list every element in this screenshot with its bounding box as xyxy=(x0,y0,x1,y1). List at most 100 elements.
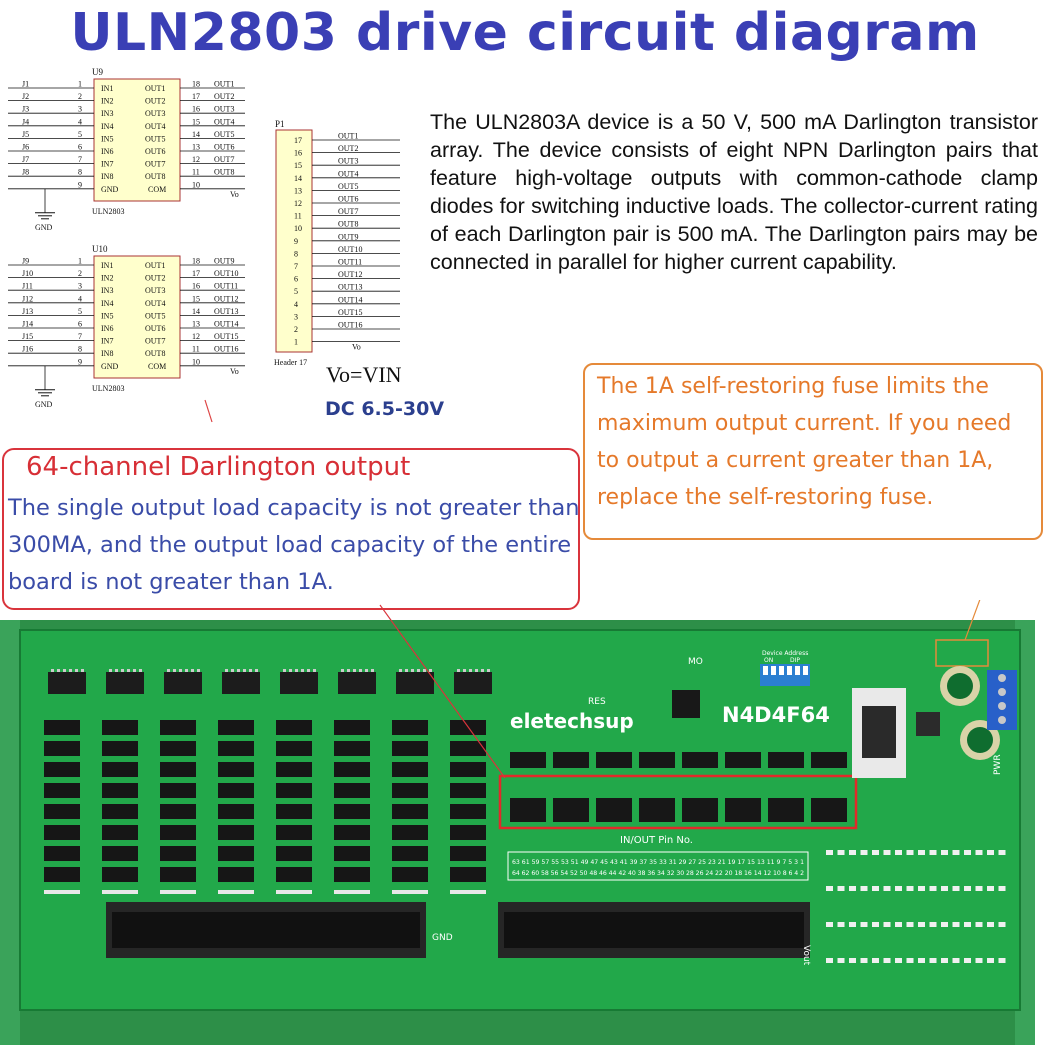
input-chip xyxy=(396,672,434,694)
status-led xyxy=(975,850,983,855)
jumper-label: J9 xyxy=(22,257,29,266)
chip-output-label: OUT7 xyxy=(145,337,165,346)
darlington-chip xyxy=(811,798,847,822)
right-pin-number: 11 xyxy=(192,168,200,177)
optocoupler xyxy=(160,720,196,735)
header-pin-number: 9 xyxy=(294,237,298,246)
optocoupler xyxy=(450,804,486,819)
left-pin-number: 6 xyxy=(78,320,82,329)
resistor-array xyxy=(218,890,254,894)
optocoupler xyxy=(102,720,138,735)
dip-dip-label: DIP xyxy=(790,657,800,664)
output-net-label: OUT14 xyxy=(214,320,238,329)
optocoupler xyxy=(450,825,486,840)
vout-silk: Vout xyxy=(801,945,811,966)
optocoupler xyxy=(450,783,486,798)
chip-pin xyxy=(341,669,344,672)
output-net-label: OUT16 xyxy=(214,345,238,354)
chip-pin xyxy=(417,669,420,672)
idc-pins-left xyxy=(112,912,420,948)
right-pin-number: 10 xyxy=(192,180,200,189)
optocoupler xyxy=(44,825,80,840)
darlington-chip xyxy=(510,798,546,822)
input-chip xyxy=(280,672,318,694)
right-pin-number: 15 xyxy=(192,117,200,126)
header-pin-number: 8 xyxy=(294,249,298,258)
header-pin-number: 3 xyxy=(294,312,298,321)
jumper-label: J11 xyxy=(22,282,33,291)
output-net-label: OUT7 xyxy=(214,155,234,164)
idc-pins-right xyxy=(504,912,804,948)
status-led xyxy=(826,886,833,891)
jumper-label: J7 xyxy=(22,155,29,164)
output-net-label: OUT3 xyxy=(214,105,234,114)
optocoupler xyxy=(392,867,428,882)
optocoupler xyxy=(44,720,80,735)
chip-pin xyxy=(301,669,304,672)
right-pin-number: 17 xyxy=(192,92,200,101)
right-pin-number: 12 xyxy=(192,155,200,164)
chip-input-label: IN8 xyxy=(101,172,113,181)
chip-output-label: OUT1 xyxy=(145,261,165,270)
chip-pin xyxy=(283,669,286,672)
optocoupler xyxy=(450,867,486,882)
darlington-chip xyxy=(596,798,632,822)
pin-row-top: 63 61 59 57 55 53 51 49 47 45 43 41 39 3… xyxy=(512,859,804,866)
status-led xyxy=(872,850,879,855)
header-net-label: OUT6 xyxy=(338,195,358,204)
header-net-label: OUT11 xyxy=(338,258,362,267)
mcu-chip xyxy=(672,690,700,718)
optocoupler xyxy=(392,783,428,798)
right-pin-number: 18 xyxy=(192,257,200,266)
optocoupler xyxy=(334,762,370,777)
optocoupler xyxy=(334,741,370,756)
header-pin-number: 10 xyxy=(294,224,302,233)
resistor-array xyxy=(450,890,486,894)
optocoupler xyxy=(276,720,312,735)
chip-pin xyxy=(289,669,292,672)
chip-pin xyxy=(353,669,356,672)
optocoupler xyxy=(102,762,138,777)
header-net-label: OUT12 xyxy=(338,270,362,279)
left-pin-number: 9 xyxy=(78,357,82,366)
chip-pin xyxy=(197,669,200,672)
resistor-array xyxy=(334,890,370,894)
status-led xyxy=(883,850,891,855)
status-led xyxy=(906,850,914,855)
right-pin-number: 18 xyxy=(192,80,200,89)
header-pin-number: 5 xyxy=(294,287,298,296)
jumper-label: J13 xyxy=(22,307,33,316)
optocoupler xyxy=(450,741,486,756)
fuse-highlight xyxy=(935,639,989,667)
status-led xyxy=(975,958,983,963)
chip-input-label: IN2 xyxy=(101,97,113,106)
chip-pin xyxy=(371,669,374,672)
status-led xyxy=(987,850,994,855)
resistor-array xyxy=(160,890,196,894)
status-led xyxy=(860,958,868,963)
right-pin-number: 16 xyxy=(192,282,200,291)
chip-output-label: OUT3 xyxy=(145,109,165,118)
input-chip xyxy=(164,672,202,694)
chip-pin xyxy=(63,669,66,672)
optocoupler xyxy=(218,783,254,798)
chip-output-label: OUT1 xyxy=(145,84,165,93)
status-led xyxy=(941,850,948,855)
chip-output-label: OUT5 xyxy=(145,311,165,320)
header-net-label: Vo xyxy=(352,343,361,352)
header-pin-number: 15 xyxy=(294,161,302,170)
header-pin-number: 11 xyxy=(294,212,302,221)
header-pin-number: 1 xyxy=(294,338,298,347)
chip-pin xyxy=(51,669,54,672)
dip-toggle xyxy=(803,666,808,675)
optocoupler xyxy=(160,846,196,861)
pin-row-bottom: 64 62 60 58 56 54 52 50 48 46 44 42 40 3… xyxy=(512,870,804,877)
status-led xyxy=(952,850,960,855)
optocoupler xyxy=(450,762,486,777)
optocoupler xyxy=(218,825,254,840)
status-led xyxy=(849,850,856,855)
status-led xyxy=(964,922,971,927)
optocoupler xyxy=(44,783,80,798)
chip-pin xyxy=(185,669,188,672)
inductor xyxy=(916,712,940,736)
